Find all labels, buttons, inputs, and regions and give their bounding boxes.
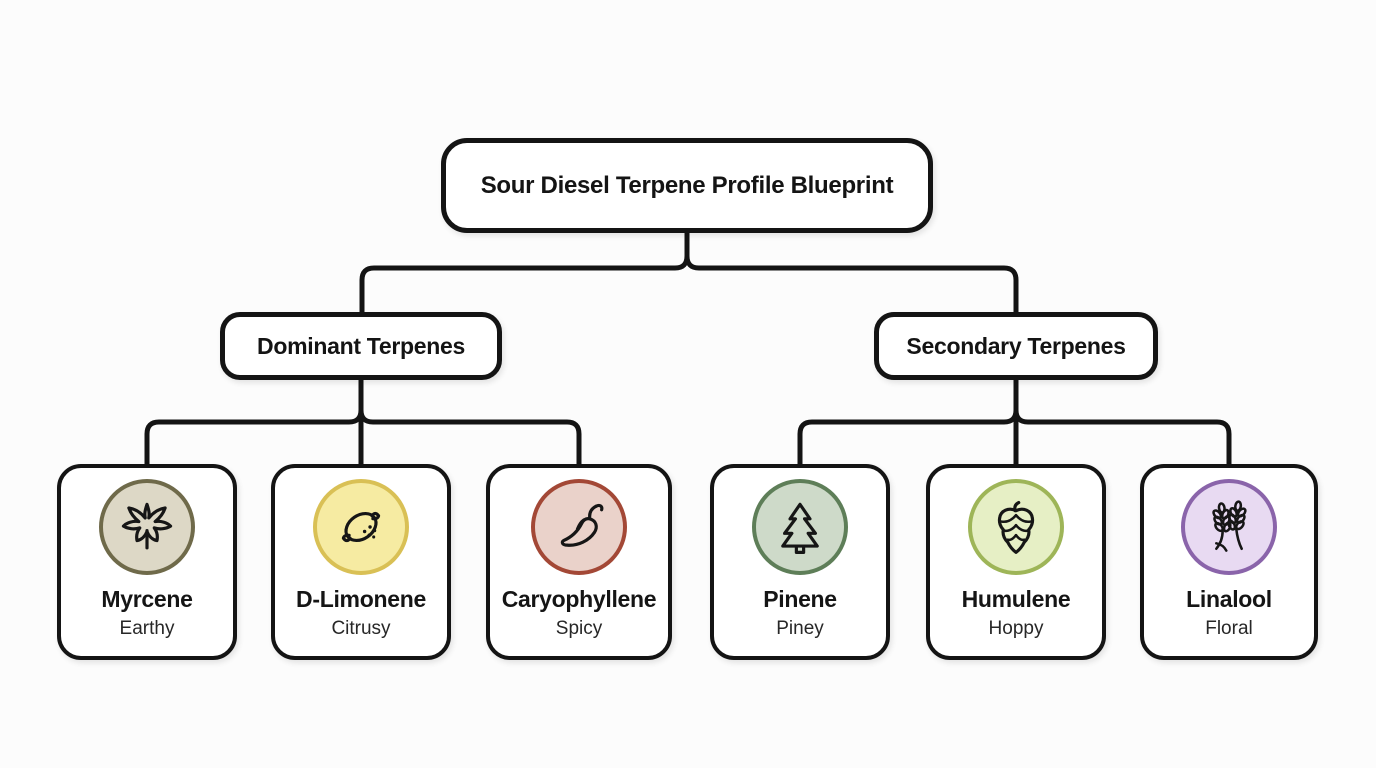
terpene-name: Myrcene [101, 586, 193, 612]
connector-secondary-right [1013, 377, 1232, 467]
terpene-card-pinene: Pinene Piney [710, 464, 890, 660]
terpene-card-myrcene: Myrcene Earthy [57, 464, 237, 660]
terpene-flavor: Hoppy [988, 618, 1044, 639]
terpene-flavor: Earthy [119, 618, 175, 639]
terpene-card-d-limonene: D-Limonene Citrusy [271, 464, 451, 660]
terpene-circle [1181, 479, 1277, 575]
hop-cone-icon [997, 500, 1035, 554]
group-label: Secondary Terpenes [906, 332, 1126, 359]
terpene-name: D-Limonene [296, 586, 426, 612]
connector-root-right [684, 230, 1019, 315]
terpene-name: Linalool [1186, 586, 1272, 612]
terpene-circle [968, 479, 1064, 575]
group-node-dominant: Dominant Terpenes [220, 312, 502, 380]
cannabis-leaf-icon [121, 502, 173, 550]
terpene-card-linalool: Linalool Floral [1140, 464, 1318, 660]
terpene-circle [313, 479, 409, 575]
lemon-icon [341, 511, 381, 543]
connector-dominant-left [144, 377, 364, 467]
terpene-name: Pinene [763, 586, 837, 612]
diagram-title: Sour Diesel Terpene Profile Blueprint [480, 171, 894, 199]
pine-tree-icon [781, 502, 819, 554]
chili-pepper-icon [560, 503, 604, 547]
terpene-flavor: Citrusy [331, 618, 391, 639]
connector-secondary-left [797, 377, 1019, 467]
terpene-circle [531, 479, 627, 575]
terpene-name: Caryophyllene [501, 586, 657, 612]
terpene-name: Humulene [961, 586, 1071, 612]
connector-dominant-right [358, 377, 582, 467]
terpene-circle [99, 479, 195, 575]
group-node-secondary: Secondary Terpenes [874, 312, 1158, 380]
terpene-card-humulene: Humulene Hoppy [926, 464, 1106, 660]
terpene-circle [752, 479, 848, 575]
terpene-flavor: Floral [1205, 618, 1253, 639]
group-label: Dominant Terpenes [257, 332, 465, 359]
terpene-flavor: Piney [776, 618, 824, 639]
terpene-flavor: Spicy [555, 618, 603, 639]
lavender-icon [1212, 500, 1247, 552]
terpene-card-caryophyllene: Caryophyllene Spicy [486, 464, 672, 660]
connector-root-left [359, 230, 690, 315]
root-node: Sour Diesel Terpene Profile Blueprint [441, 138, 933, 233]
